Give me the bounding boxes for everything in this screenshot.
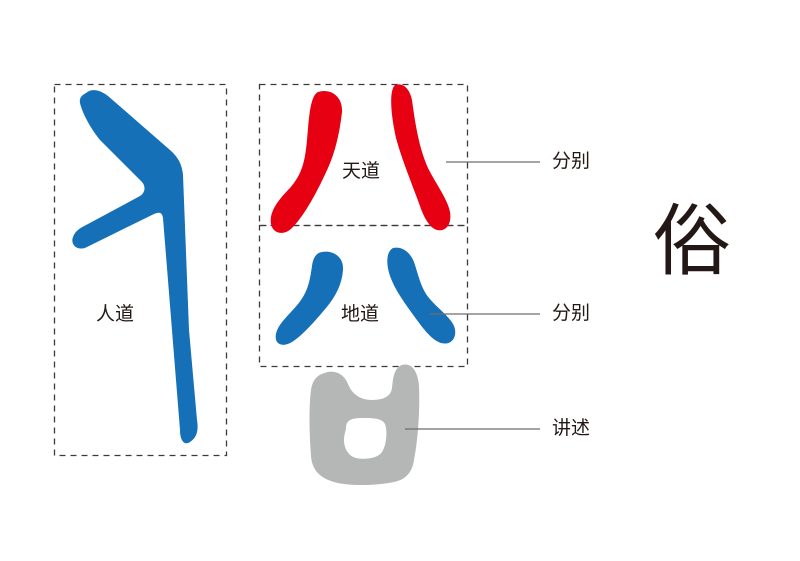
ren-dao-label: 人道 bbox=[96, 303, 135, 325]
tian-dao-label: 天道 bbox=[342, 160, 381, 182]
result-character: 俗 bbox=[653, 197, 732, 287]
tian-right-stroke bbox=[391, 84, 451, 231]
tian-left-stroke bbox=[270, 90, 343, 233]
di-dao-box bbox=[258, 224, 469, 368]
tian-annotation: 分别 bbox=[552, 150, 591, 172]
kou-annotation: 讲述 bbox=[552, 417, 591, 439]
kou-shape bbox=[309, 364, 420, 485]
ren-radical-stroke bbox=[72, 90, 198, 444]
ren-dao-box bbox=[53, 83, 228, 457]
di-left-stroke bbox=[275, 251, 344, 345]
di-annotation: 分别 bbox=[552, 302, 591, 324]
di-right-stroke bbox=[387, 247, 456, 344]
di-dao-label: 地道 bbox=[341, 303, 380, 325]
